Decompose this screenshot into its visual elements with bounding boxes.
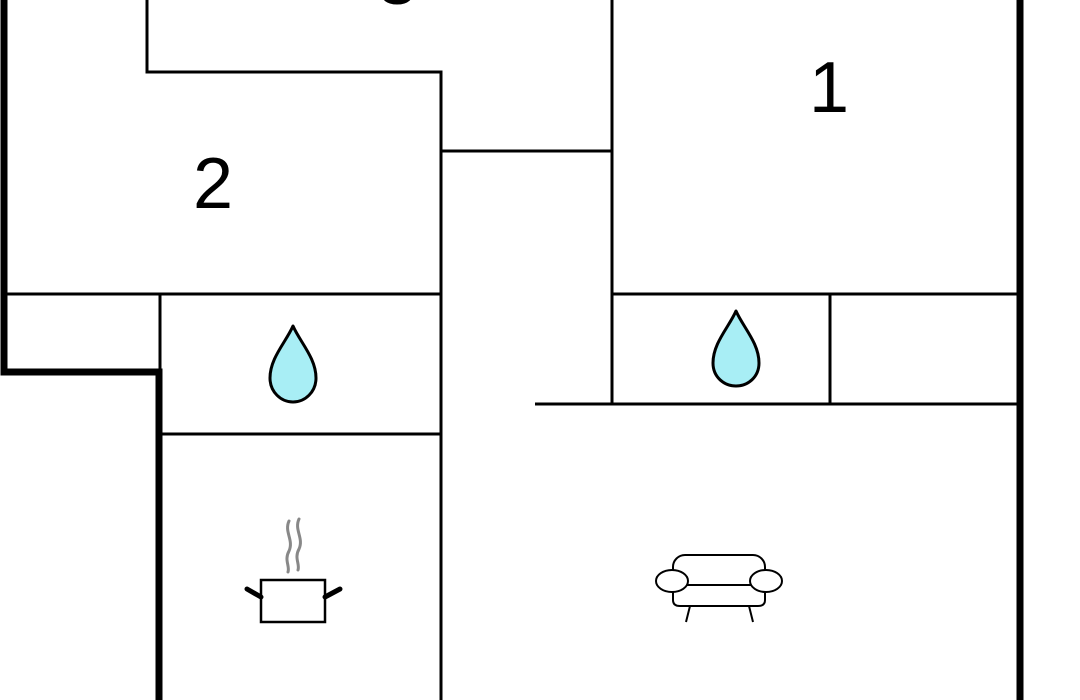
room-3-label: 3: [377, 0, 417, 20]
room-2-label: 2: [193, 144, 233, 224]
exterior-wall-left: [0, 0, 163, 700]
sofa-icon: [655, 554, 783, 623]
cooking-pot-icon: [244, 517, 343, 624]
water-drop-icon: [711, 309, 761, 388]
interior-walls: [4, 0, 1020, 700]
room-1-label: 1: [809, 48, 849, 128]
water-drop-icon: [268, 324, 318, 404]
exterior-walls: [0, 0, 1024, 700]
wall-room-3-outline: [145, 0, 443, 700]
